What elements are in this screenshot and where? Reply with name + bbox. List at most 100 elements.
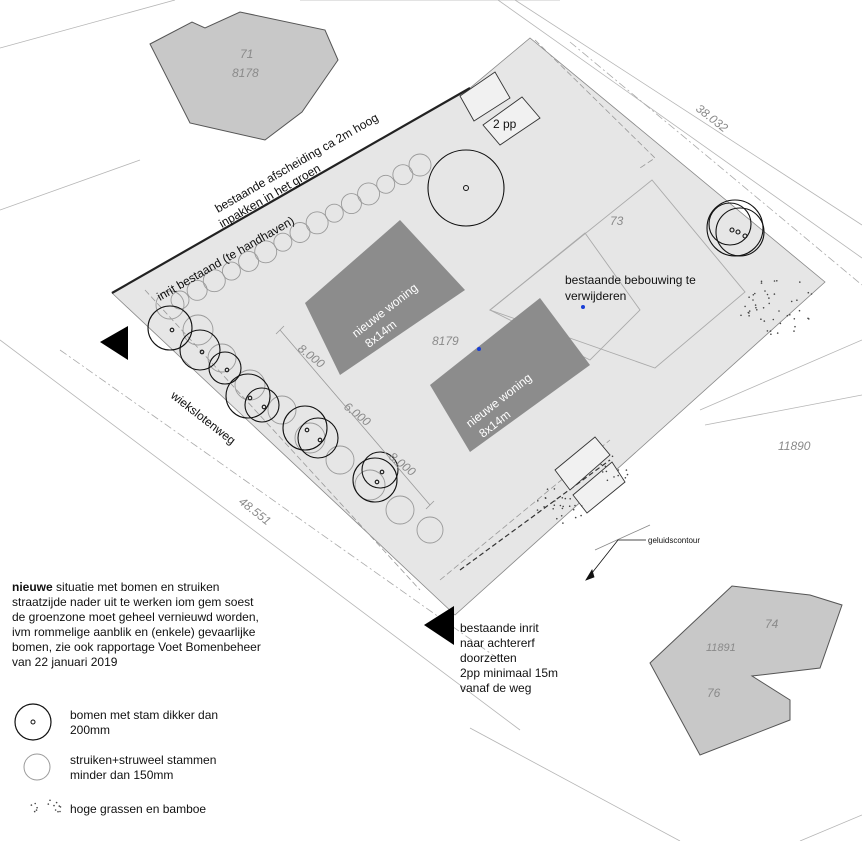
- grass-dot: [54, 809, 57, 811]
- tree-trunk: [199, 349, 205, 355]
- grass-dot: [617, 474, 619, 477]
- parcel-number-73: 73: [610, 214, 624, 228]
- tree: [297, 417, 339, 459]
- parcel-code-11891: 11891: [706, 642, 736, 654]
- grass-dot: [617, 469, 620, 471]
- grass-dot: [624, 477, 627, 479]
- grass-dot: [562, 505, 564, 508]
- grass-dot: [752, 299, 754, 301]
- grass-dot: [790, 300, 793, 303]
- parcel-code-11890: 11890: [778, 439, 811, 453]
- shrub: [325, 445, 355, 475]
- grass-dot: [580, 505, 583, 507]
- grass-dot: [748, 312, 750, 314]
- grass-dot: [574, 516, 577, 519]
- entrance-marker-icon: [100, 326, 128, 360]
- legend-grass-line: hoge grassen en bamboe: [70, 802, 207, 816]
- plan-note-line: nieuwe situatie met bomen en struiken: [12, 580, 312, 595]
- entrance-marker-icon: [424, 606, 454, 645]
- marker-dot: [581, 305, 585, 309]
- grass-dot: [764, 290, 766, 292]
- tree: [208, 351, 242, 385]
- svg-text:vanaf de weg: vanaf de weg: [460, 681, 531, 695]
- grass-dot: [770, 333, 772, 336]
- grass-dot: [762, 307, 765, 309]
- grass-dot: [47, 803, 50, 805]
- legend-tree-icon: [14, 703, 52, 741]
- grass-dot: [748, 310, 751, 312]
- plot-code-8179: 8179: [432, 334, 459, 348]
- grass-dot: [564, 497, 567, 500]
- grass-dot: [779, 322, 782, 325]
- grass-dot: [760, 280, 763, 283]
- grass-dot: [794, 325, 796, 328]
- tree: [352, 457, 398, 503]
- grass-dot: [748, 296, 750, 299]
- dimension-length-top: 38.032: [693, 101, 731, 135]
- shrub: [182, 314, 214, 346]
- grass-dot: [626, 473, 629, 476]
- tree: [282, 405, 328, 451]
- legend-shrub-icon: [23, 753, 51, 781]
- grass-dot: [34, 802, 36, 805]
- grass-dot: [807, 291, 810, 294]
- shrub: [186, 279, 208, 301]
- noise-contour-pointer: [585, 539, 646, 581]
- grass-dot: [544, 497, 547, 499]
- grass-dot: [760, 318, 762, 321]
- grass-dot: [580, 514, 582, 517]
- dimension-length-road: 48.551: [236, 494, 274, 528]
- plan-note-bold: nieuwe: [12, 580, 53, 594]
- grass-dot: [778, 310, 780, 312]
- grass-dot: [35, 809, 38, 811]
- grass-dot: [769, 330, 772, 332]
- svg-text:bestaande inrit: bestaande inrit: [460, 621, 539, 635]
- legend-shrubs-line: minder dan 150mm: [70, 768, 174, 782]
- grass-dot: [755, 306, 757, 309]
- shrub: [357, 182, 381, 206]
- grass-dot: [537, 500, 539, 502]
- grass-dot: [561, 497, 564, 499]
- grass-dot: [625, 469, 628, 471]
- existing-boundary-hedge: [111, 87, 471, 294]
- grass-dot: [568, 505, 571, 508]
- grass-dot: [543, 506, 545, 508]
- grass-dot: [796, 299, 798, 302]
- grass-dot: [572, 508, 575, 511]
- grass-dot: [793, 330, 795, 332]
- legend-shrubs-label: struiken+struweel stammen minder dan 150…: [70, 753, 216, 783]
- grass-dot: [546, 488, 549, 491]
- grass-dot: [789, 314, 791, 316]
- shrub: [354, 469, 386, 501]
- tree-trunk: [247, 395, 253, 401]
- demolish-label-1: bestaande bebouwing te: [565, 273, 696, 287]
- parking-bottom: [554, 436, 626, 514]
- grass-dot: [561, 507, 564, 510]
- grass-dot: [772, 318, 775, 321]
- legend-grass-label: hoge grassen en bamboe: [70, 802, 206, 817]
- svg-text:naar achtererf: naar achtererf: [460, 636, 535, 650]
- legend-trees-line: bomen met stam dikker dan: [70, 708, 219, 722]
- shrub: [324, 203, 344, 223]
- grass-dot: [744, 305, 746, 308]
- setback-dimension-line: [275, 325, 435, 510]
- tree-trunk: [379, 469, 385, 475]
- shrub: [207, 343, 237, 373]
- grass-dot: [574, 504, 576, 507]
- tree-trunk: [304, 427, 310, 433]
- tree-cluster-right: [706, 199, 765, 257]
- grass-dot: [606, 479, 609, 482]
- grass-dot: [748, 315, 750, 317]
- grass-dot: [601, 471, 604, 473]
- parking-top-label: 2 pp: [493, 117, 517, 131]
- svg-text:2pp minimaal 15m: 2pp minimaal 15m: [460, 666, 558, 680]
- grass-dot: [776, 332, 779, 334]
- svg-text:doorzetten: doorzetten: [460, 651, 517, 665]
- building-74-76: [649, 585, 843, 756]
- grass-dot: [604, 465, 607, 468]
- grass-dot: [559, 504, 562, 507]
- shrub: [273, 232, 293, 252]
- plan-note: nieuwe situatie met bomen en struiken st…: [12, 580, 312, 670]
- marker-dot: [477, 347, 481, 351]
